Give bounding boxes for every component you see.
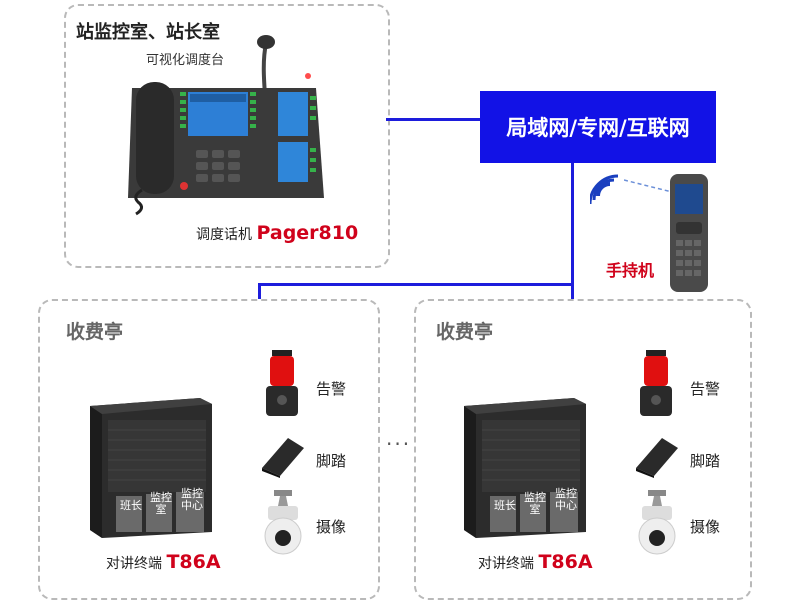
peripheral-label-camera-2: 摄像 (690, 518, 721, 536)
peripheral-label-pedal-2: 脚踏 (690, 452, 721, 470)
terminal-caption-1: 对讲终端 T86A (106, 551, 221, 573)
link-station-network (386, 118, 482, 121)
terminal-model-2: T86A (538, 551, 593, 573)
terminal-caption-2: 对讲终端 T86A (478, 551, 593, 573)
intercom-terminal-image-1 (90, 398, 212, 538)
desk-phone-model: Pager810 (256, 222, 359, 244)
network-trunk-vertical (571, 163, 574, 302)
desk-phone-caption: 调度话机 Pager810 (196, 222, 358, 244)
terminal-button-2-2: 监控中心 (555, 487, 577, 512)
terminal-caption-prefix-2: 对讲终端 (478, 556, 534, 572)
station-title: 站监控室、站长室 (76, 22, 220, 43)
camera-icon (638, 490, 676, 555)
terminal-model-1: T86A (166, 551, 221, 573)
network-label: 局域网/专网/互联网 (506, 116, 690, 140)
intercom-terminal-image-2 (464, 398, 586, 538)
peripheral-label-camera-1: 摄像 (316, 518, 347, 536)
terminal-button-1-2: 监控中心 (181, 487, 203, 512)
booth-title-2: 收费亭 (436, 321, 494, 343)
desk-phone-image (128, 35, 324, 216)
network-box: 局域网/专网/互联网 (480, 91, 716, 163)
alarm-light-icon (266, 350, 298, 416)
wifi-signal-icon (590, 174, 619, 204)
handheld-label: 手持机 (606, 261, 655, 280)
terminal-caption-prefix-1: 对讲终端 (106, 556, 162, 572)
terminal-button-2-0: 班长 (494, 499, 516, 512)
console-label: 可视化调度台 (146, 53, 225, 68)
foot-pedal-icon (636, 438, 678, 478)
terminal-button-1-0: 班长 (120, 499, 142, 512)
peripheral-label-alarm-1: 告警 (316, 380, 347, 398)
camera-icon (264, 490, 302, 555)
terminal-button-1-1: 监控室 (150, 491, 172, 516)
alarm-light-icon (640, 350, 672, 416)
booth-separator: ··· (386, 432, 412, 456)
peripheral-label-alarm-2: 告警 (690, 380, 721, 398)
link-left-booth (258, 283, 261, 303)
link-booth-bus (258, 283, 574, 286)
foot-pedal-icon (262, 438, 304, 478)
booth-title-1: 收费亭 (66, 321, 124, 343)
desk-phone-caption-prefix: 调度话机 (196, 227, 252, 243)
wireless-link-dashed (624, 179, 673, 193)
terminal-button-2-1: 监控室 (524, 491, 546, 516)
handheld-phone-image (670, 174, 708, 292)
peripheral-label-pedal-1: 脚踏 (316, 452, 347, 470)
